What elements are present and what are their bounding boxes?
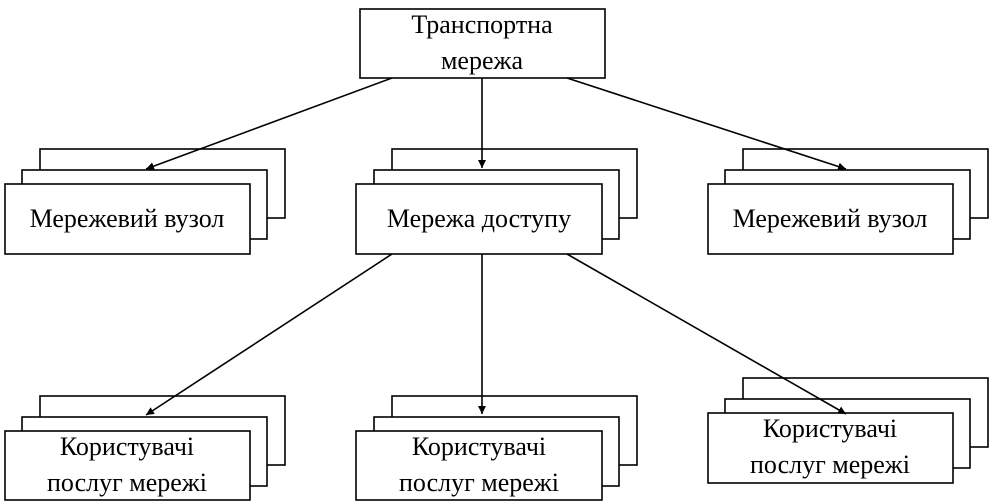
service-users-center: Користувачі послуг мережі <box>355 395 638 501</box>
node-label: Мережа доступу <box>387 204 571 233</box>
node-label-line1: Користувачі <box>60 432 194 461</box>
root-box <box>359 8 606 79</box>
stack-front <box>4 183 251 255</box>
node-label: Мережевий вузол <box>733 204 928 233</box>
edge-access-to-users-right <box>566 253 847 415</box>
edge-access-to-users-left <box>145 253 393 416</box>
node-label-line2: послуг мережі <box>47 468 207 497</box>
stack-front <box>707 183 954 255</box>
stack-front <box>355 183 603 255</box>
node-label-line1: Користувачі <box>412 432 546 461</box>
root-label-line2: мережа <box>441 46 523 75</box>
network-node-left: Мережевий вузол <box>4 148 286 255</box>
node-label-line1: Користувачі <box>763 414 897 443</box>
network-node-right: Мережевий вузол <box>707 148 989 255</box>
node-label-line2: послуг мережі <box>399 468 559 497</box>
stack-front <box>355 430 603 501</box>
service-users-left: Користувачі послуг мережі <box>4 395 286 501</box>
root-label-line1: Транспортна <box>411 10 553 39</box>
edge-root-to-left <box>145 77 393 170</box>
access-network-node: Мережа доступу <box>355 148 638 255</box>
node-label: Мережевий вузол <box>30 204 225 233</box>
node-label-line2: послуг мережі <box>750 450 910 479</box>
service-users-right: Користувачі послуг мережі <box>707 377 989 484</box>
root-node: Транспортна мережа <box>359 8 606 79</box>
stack-front <box>707 412 954 484</box>
edge-root-to-right <box>566 77 847 171</box>
stack-front <box>4 430 251 501</box>
